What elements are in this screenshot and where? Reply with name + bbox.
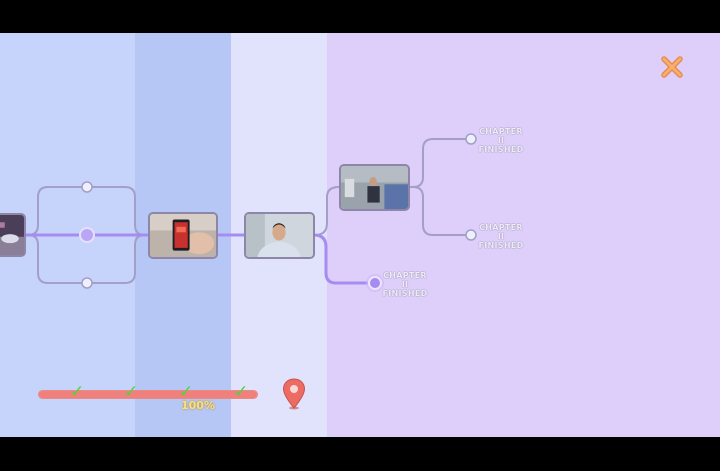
chapter-label-line: II [497, 232, 505, 241]
bottom-letterbox [0, 437, 720, 471]
scene-image [150, 214, 216, 257]
close-button[interactable] [659, 54, 685, 80]
chapter-label-upper: CHAPTER II FINISHED [476, 127, 526, 154]
chapter-band-4 [327, 33, 720, 437]
chapter-label-main: CHAPTER II FINISHED [380, 271, 430, 298]
top-letterbox [0, 0, 720, 33]
chapter-label-line: II [401, 280, 409, 289]
chapter-label-line: FINISHED [478, 145, 524, 154]
checkpoint-check-icon: ✓ [124, 382, 139, 402]
scene-image [0, 215, 24, 255]
node-right-upper [465, 133, 477, 145]
chapter-progress-bar: ✓ ✓ ✓ ✓ 100% [38, 382, 258, 412]
location-pin-button[interactable] [282, 378, 306, 410]
progress-percent: 100% [181, 399, 215, 412]
thumbnail-man-scene[interactable] [244, 212, 315, 259]
node-current [368, 276, 382, 290]
thumbnail-bedroom-scene[interactable] [339, 164, 410, 211]
node-upper-empty [81, 181, 93, 193]
thumbnail-phone-scene[interactable] [148, 212, 218, 259]
close-icon [661, 56, 683, 78]
branch-lower-path [20, 234, 146, 284]
checkpoint-check-icon: ✓ [70, 382, 85, 402]
chapter-label-line: FINISHED [478, 241, 524, 250]
checkpoint-check-icon: ✓ [179, 382, 194, 402]
chapter-label-line: CHAPTER [479, 223, 523, 232]
story-map: CHAPTER II FINISHED CHAPTER II FINISHED … [0, 33, 720, 437]
scene-image [246, 214, 313, 257]
branch-lines [0, 133, 477, 292]
chapter-label-line: CHAPTER [383, 271, 427, 280]
main-path-c [313, 233, 372, 285]
chapter-label-line: CHAPTER [479, 127, 523, 136]
scene-image [341, 166, 408, 209]
branch-to-photo-path [314, 186, 340, 236]
node-right-lower [465, 229, 477, 241]
map-pin-icon [282, 378, 306, 410]
chapter-label-line: II [497, 136, 505, 145]
thumbnail-previous-scene[interactable] [0, 213, 26, 257]
checkpoint-check-icon: ✓ [234, 382, 249, 402]
chapter-label-lower: CHAPTER II FINISHED [476, 223, 526, 250]
chapter-label-line: FINISHED [382, 289, 428, 298]
branch-lower-right-path [410, 186, 468, 236]
branch-upper-path [20, 186, 146, 236]
branch-upper-right-path [410, 138, 468, 188]
progress-fill [39, 391, 257, 398]
node-lower-empty [81, 277, 93, 289]
node-main-active [79, 227, 95, 243]
